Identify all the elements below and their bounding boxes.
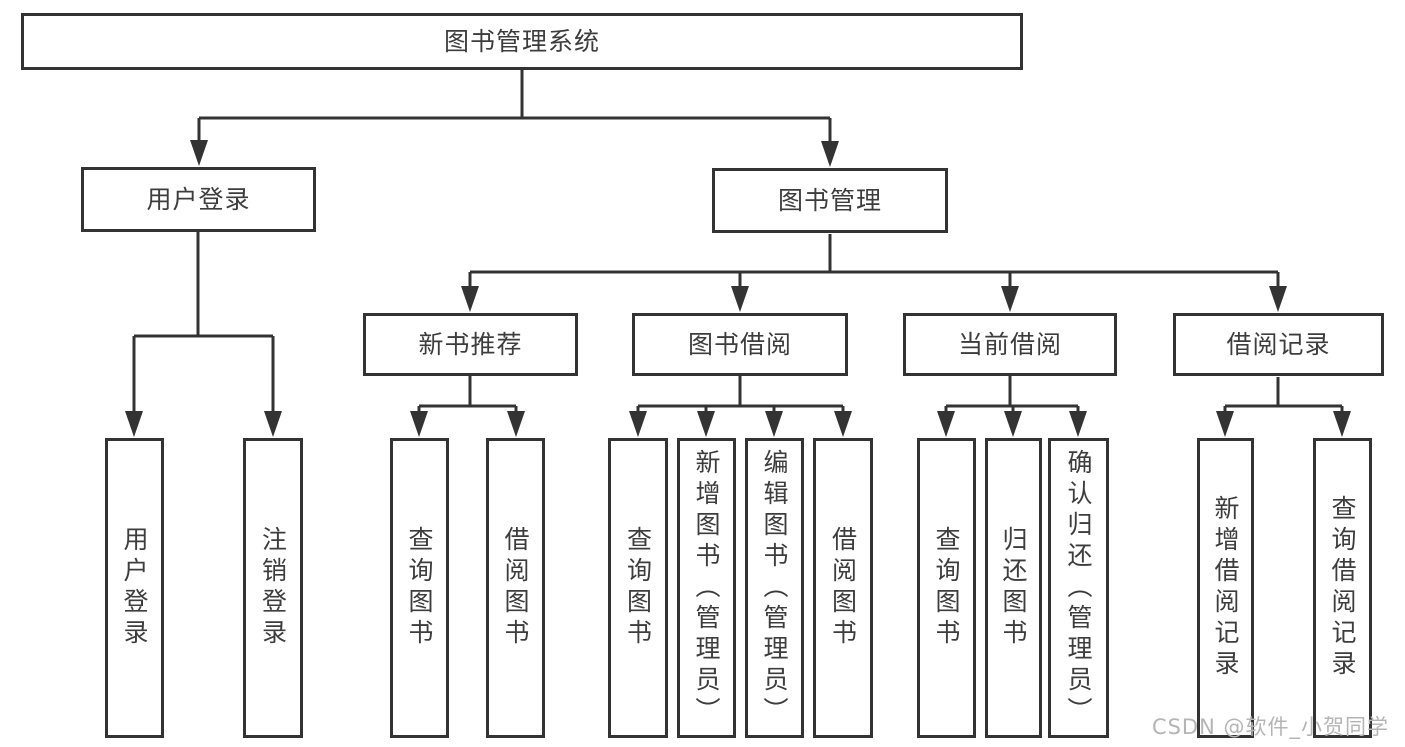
node-book-management: 图书管理 xyxy=(712,168,948,233)
leaf-query-books-current-label: 查询图书 xyxy=(932,526,961,650)
node-book-management-label: 图书管理 xyxy=(777,186,882,215)
leaf-edit-book-admin-label: 编辑图书（管理员） xyxy=(760,448,789,728)
leaf-borrow-books-borrow: 借阅图书 xyxy=(813,438,873,738)
node-borrowing-records: 借阅记录 xyxy=(1173,313,1384,376)
leaf-query-books-recommend: 查询图书 xyxy=(390,438,449,738)
leaf-add-borrow-record: 新增借阅记录 xyxy=(1197,438,1254,738)
leaf-add-borrow-record-label: 新增借阅记录 xyxy=(1211,495,1240,681)
leaf-edit-book-admin: 编辑图书（管理员） xyxy=(745,438,804,738)
node-user-login: 用户登录 xyxy=(81,167,316,232)
leaf-user-login-label: 用户登录 xyxy=(120,526,149,650)
leaf-confirm-return-admin: 确认归还（管理员） xyxy=(1048,438,1109,738)
node-current-borrowing-label: 当前借阅 xyxy=(957,330,1062,359)
leaf-query-books-borrow: 查询图书 xyxy=(608,438,668,738)
node-user-login-label: 用户登录 xyxy=(146,185,251,214)
leaf-logout: 注销登录 xyxy=(243,438,303,738)
leaf-add-book-admin-label: 新增图书（管理员） xyxy=(692,448,721,728)
leaf-logout-label: 注销登录 xyxy=(258,526,288,650)
node-book-borrowing: 图书借阅 xyxy=(632,313,848,376)
leaf-return-books-label: 归还图书 xyxy=(999,526,1028,650)
node-root-label: 图书管理系统 xyxy=(443,27,600,56)
node-current-borrowing: 当前借阅 xyxy=(903,313,1117,376)
node-book-borrowing-label: 图书借阅 xyxy=(687,330,792,359)
leaf-borrow-books-recommend: 借阅图书 xyxy=(486,438,545,738)
node-root: 图书管理系统 xyxy=(21,13,1023,70)
leaf-borrow-books-borrow-label: 借阅图书 xyxy=(828,526,858,650)
leaf-borrow-books-recommend-label: 借阅图书 xyxy=(501,526,530,650)
leaf-confirm-return-admin-label: 确认归还（管理员） xyxy=(1064,448,1093,728)
leaf-user-login: 用户登录 xyxy=(105,438,164,738)
leaf-query-books-current: 查询图书 xyxy=(917,438,976,738)
arrowheads xyxy=(125,140,1351,437)
leaf-query-borrow-record: 查询借阅记录 xyxy=(1313,438,1372,738)
leaf-add-book-admin: 新增图书（管理员） xyxy=(677,438,736,738)
node-new-book-recommendation: 新书推荐 xyxy=(363,313,578,376)
node-new-book-recommendation-label: 新书推荐 xyxy=(418,330,523,359)
csdn-watermark: CSDN @软件_小贺同学 xyxy=(1151,715,1389,739)
node-borrowing-records-label: 借阅记录 xyxy=(1226,330,1331,359)
leaf-return-books: 归还图书 xyxy=(985,438,1042,738)
leaf-query-borrow-record-label: 查询借阅记录 xyxy=(1328,495,1357,681)
leaf-query-books-recommend-label: 查询图书 xyxy=(405,526,434,650)
leaf-query-books-borrow-label: 查询图书 xyxy=(623,526,653,650)
